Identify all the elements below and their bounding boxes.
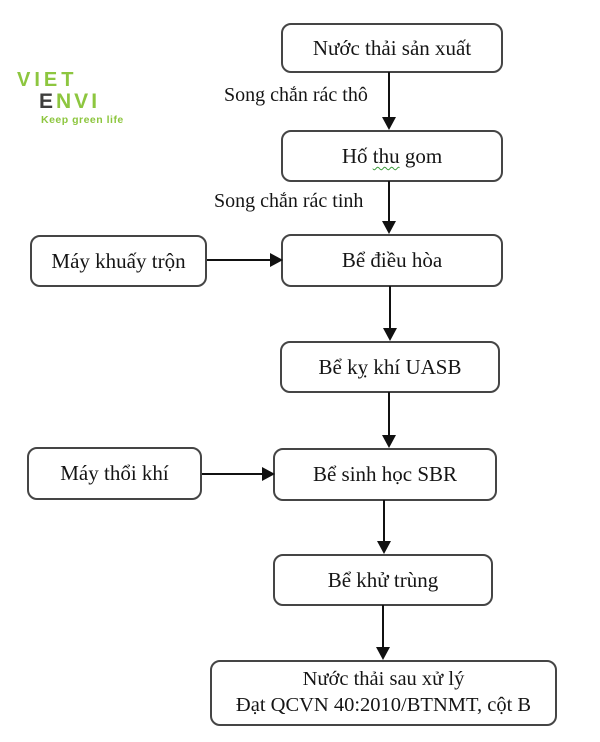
logo-envi-e-glyph: E xyxy=(39,90,57,113)
collection-label-squiggled-word: thu xyxy=(372,143,400,168)
logo-envi-text: ENVI xyxy=(39,91,137,112)
node-sbr-tank: Bể sinh học SBR xyxy=(273,448,497,501)
node-equalization-tank: Bể điều hòa xyxy=(281,234,503,287)
logo-tagline: Keep green life xyxy=(41,114,124,126)
node-mixer: Máy khuấy trộn xyxy=(30,235,207,287)
node-collection-pit: Hố thu gom xyxy=(281,130,503,182)
output-line1: Nước thải sau xử lý xyxy=(302,668,465,691)
arrow-mixer-to-equalization xyxy=(207,253,283,267)
node-air-blower: Máy thổi khí xyxy=(27,447,202,500)
arrow-disinfection-to-output xyxy=(376,605,390,660)
node-production-wastewater: Nước thải sản xuất xyxy=(281,23,503,73)
node-uasb-tank: Bể kỵ khí UASB xyxy=(280,341,500,393)
arrow-uasb-to-sbr xyxy=(382,392,396,448)
logo-envi-nvi-text: NVI xyxy=(56,90,101,113)
arrow-source-to-pit xyxy=(382,72,396,130)
vietenvi-logo: VIET ENVI Keep green life xyxy=(17,70,137,126)
arrow-sbr-to-disinfection xyxy=(377,500,391,554)
arrow-equalization-to-uasb xyxy=(383,286,397,341)
collection-label-pre: Hố xyxy=(341,143,373,168)
node-disinfection-tank: Bể khử trùng xyxy=(273,554,493,606)
arrow-pit-to-equalization xyxy=(382,181,396,234)
collection-label-post: gom xyxy=(399,143,443,168)
arrow-blower-to-sbr xyxy=(202,467,275,481)
node-treated-water-output: Nước thải sau xử lý Đạt QCVN 40:2010/BTN… xyxy=(210,660,557,726)
output-line2: Đạt QCVN 40:2010/BTNMT, cột B xyxy=(235,694,532,716)
label-coarse-screen: Song chắn rác thô xyxy=(224,84,368,106)
node-collection-pit-label: Hố thu gom xyxy=(342,143,442,169)
label-fine-screen: Song chắn rác tinh xyxy=(214,190,364,212)
logo-viet-text: VIET xyxy=(17,69,78,91)
